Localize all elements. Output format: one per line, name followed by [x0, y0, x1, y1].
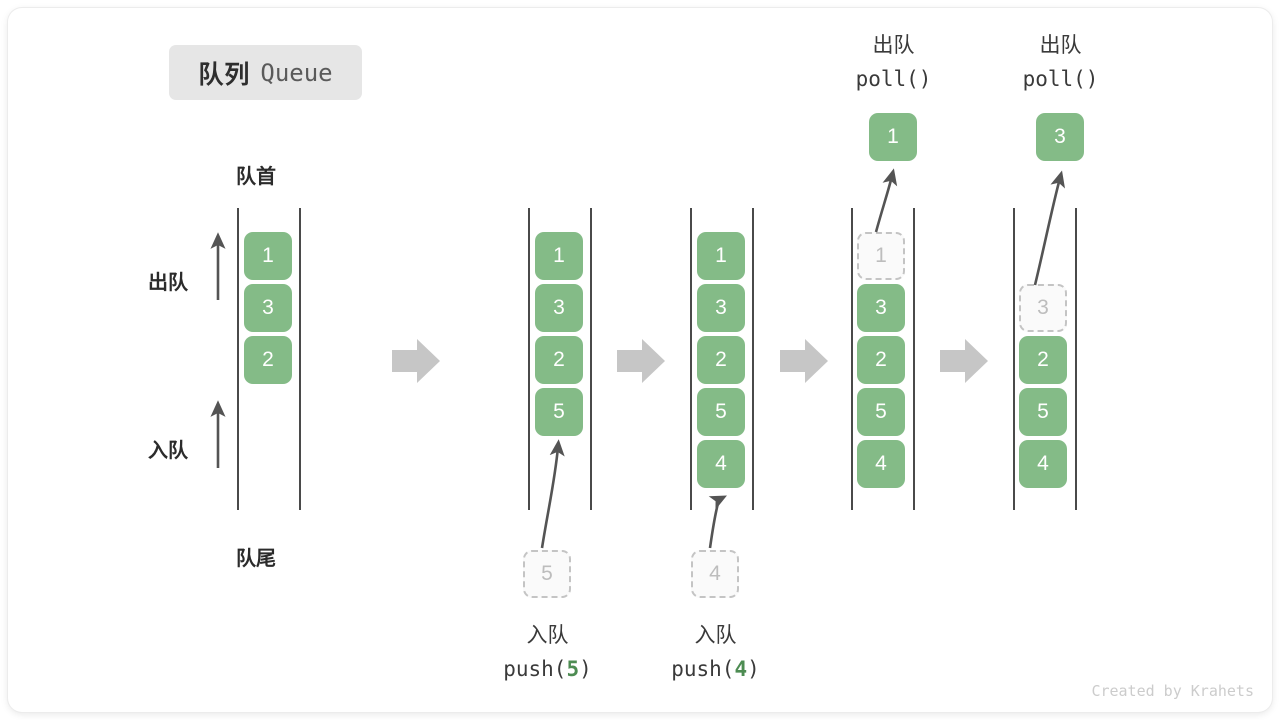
queue-element: 2: [697, 336, 745, 384]
queue-element: 3: [857, 284, 905, 332]
label-queue-rear: 队尾: [236, 548, 276, 570]
poll-result-1: 1: [869, 113, 917, 161]
push-5-arg: 5: [566, 656, 580, 681]
title-cn: 队列: [198, 60, 251, 89]
label-queue-front: 队首: [236, 166, 276, 188]
queue-element: 1: [244, 232, 292, 280]
queue-element: 5: [857, 388, 905, 436]
queue-rail-right-col4: [913, 208, 915, 510]
queue-element: 2: [1019, 336, 1067, 384]
queue-rail-right-col1: [299, 208, 301, 510]
op-label-push-4: 入队 push(4): [638, 620, 793, 685]
op-label-poll-3-cn: 出队: [1039, 34, 1082, 57]
queue-element: 4: [857, 440, 905, 488]
queue-rail-right-col3: [752, 208, 754, 510]
label-enqueue-direction: 入队: [148, 440, 188, 462]
queue-rail-left-col3: [690, 208, 692, 510]
op-label-poll-1: 出队 poll(): [816, 30, 971, 95]
push-4-fn-name: push(: [671, 656, 735, 681]
queue-element: 1: [535, 232, 583, 280]
title-en: Queue: [260, 58, 333, 87]
queue-element: 3: [535, 284, 583, 332]
queue-element: 3: [697, 284, 745, 332]
push-5-fn-tail: ): [579, 656, 592, 681]
queue-element-removed: 3: [1019, 284, 1067, 332]
queue-rail-left-col2: [528, 208, 530, 510]
op-label-push-4-fn: push(4): [638, 653, 793, 686]
queue-element: 5: [1019, 388, 1067, 436]
queue-rail-left-col4: [851, 208, 853, 510]
queue-rail-right-col2: [590, 208, 592, 510]
queue-element: 3: [244, 284, 292, 332]
op-label-poll-1-fn: poll(): [855, 66, 932, 91]
queue-element: 5: [697, 388, 745, 436]
push-4-fn-tail: ): [747, 656, 760, 681]
push-4-arg: 4: [734, 656, 748, 681]
queue-element-removed: 1: [857, 232, 905, 280]
queue-element: 4: [697, 440, 745, 488]
op-label-poll-1-cn: 出队: [872, 34, 915, 57]
queue-element: 1: [697, 232, 745, 280]
title-badge: 队列 Queue: [169, 45, 362, 100]
queue-rail-right-col5: [1075, 208, 1077, 510]
label-dequeue-direction: 出队: [148, 272, 188, 294]
op-label-push-4-cn: 入队: [694, 624, 737, 647]
push-input-ghost-5: 5: [523, 550, 571, 598]
footer-credit: Created by Krahets: [1091, 682, 1254, 700]
op-label-push-5: 入队 push(5): [470, 620, 625, 685]
queue-element: 2: [535, 336, 583, 384]
push-input-ghost-4: 4: [691, 550, 739, 598]
op-label-push-5-fn: push(5): [470, 653, 625, 686]
queue-rail-left-col5: [1013, 208, 1015, 510]
diagram-card: [8, 8, 1272, 712]
queue-element: 5: [535, 388, 583, 436]
op-label-push-5-cn: 入队: [526, 624, 569, 647]
op-label-poll-3-fn: poll(): [1022, 66, 1099, 91]
op-label-poll-3: 出队 poll(): [983, 30, 1138, 95]
poll-result-3: 3: [1036, 113, 1084, 161]
queue-element: 4: [1019, 440, 1067, 488]
queue-rail-left-col1: [237, 208, 239, 510]
queue-element: 2: [857, 336, 905, 384]
push-5-fn-name: push(: [503, 656, 567, 681]
queue-element: 2: [244, 336, 292, 384]
